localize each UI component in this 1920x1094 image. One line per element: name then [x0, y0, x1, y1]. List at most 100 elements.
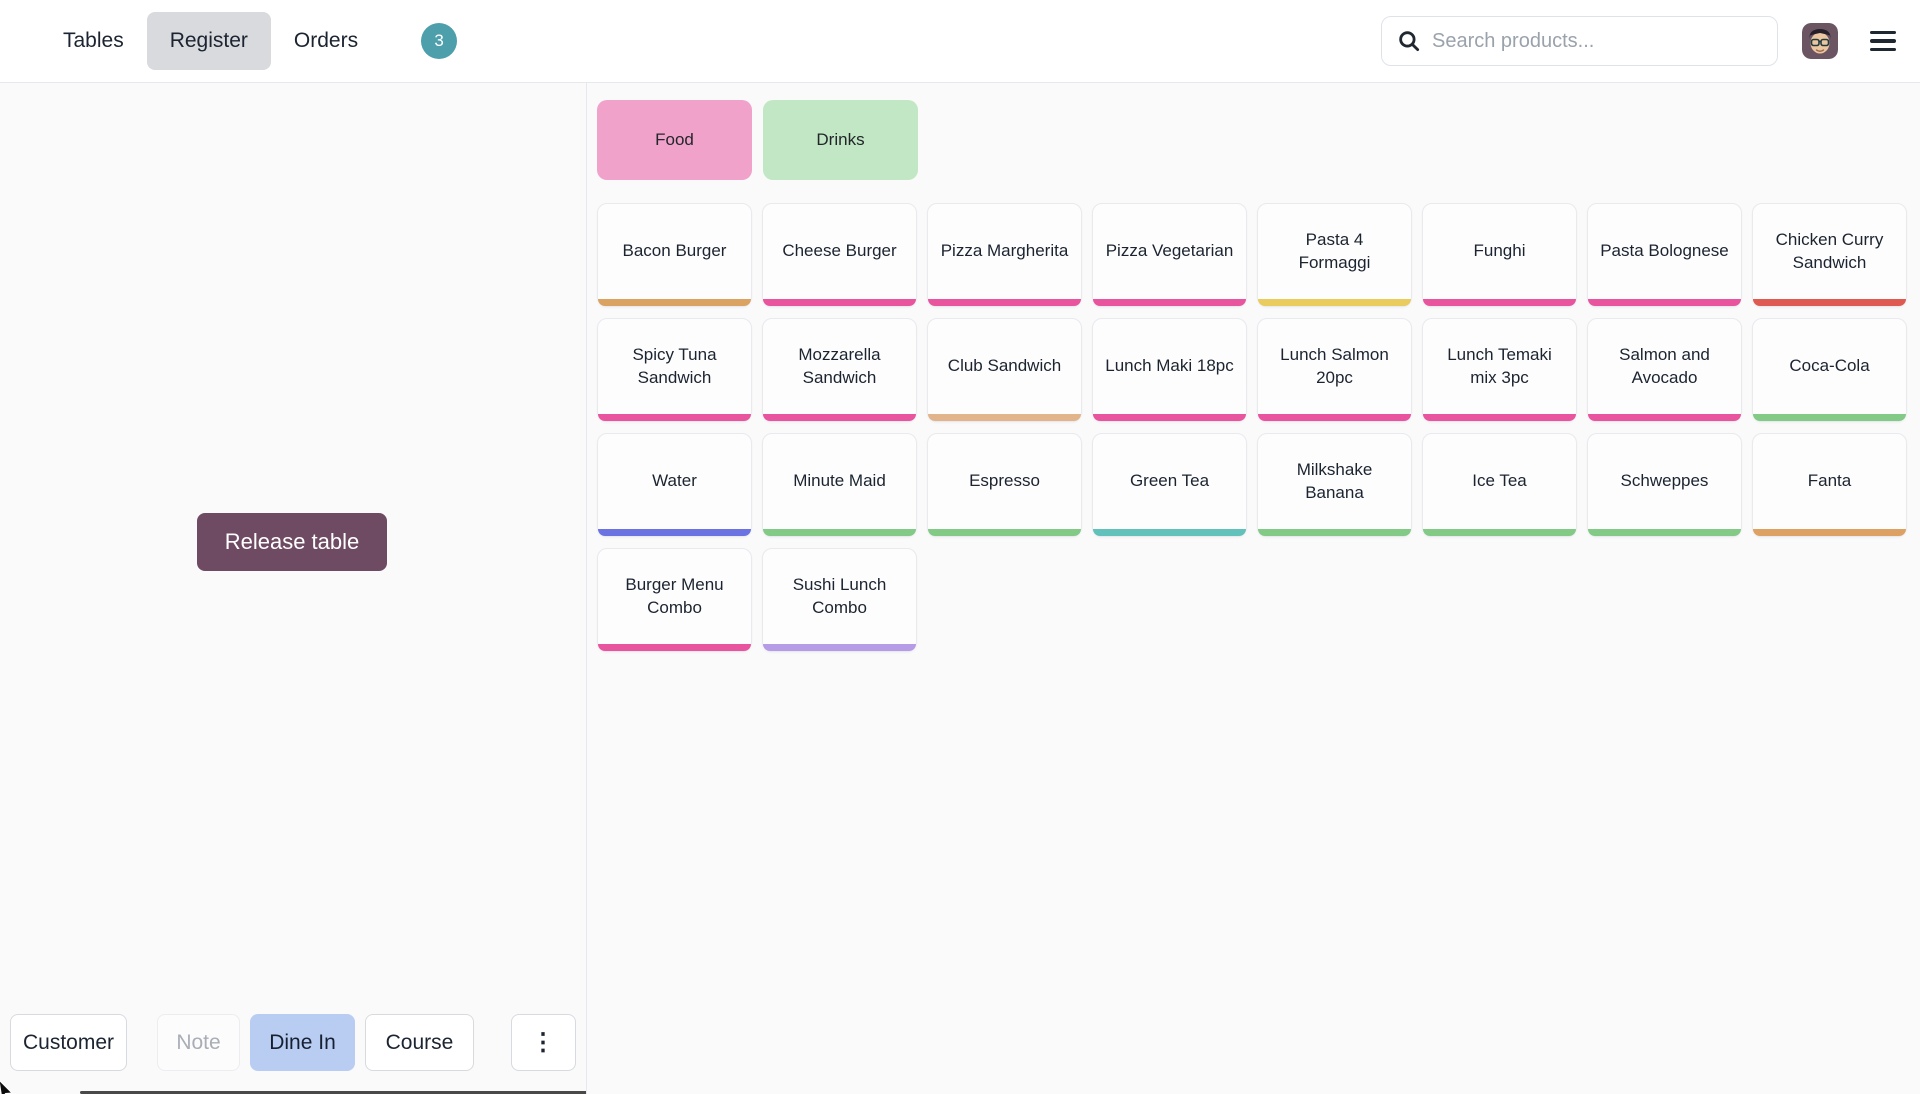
- more-options-button[interactable]: ⋮: [511, 1014, 576, 1071]
- product-color-strip: [598, 299, 751, 306]
- product-color-strip: [763, 299, 916, 306]
- category-drinks[interactable]: Drinks: [763, 100, 918, 180]
- course-button[interactable]: Course: [365, 1014, 474, 1071]
- tab-orders[interactable]: Orders: [293, 29, 359, 52]
- product-name: Pizza Margherita: [940, 241, 1069, 261]
- product-color-strip: [763, 414, 916, 421]
- product-name: Chicken Curry Sandwich: [1775, 230, 1884, 272]
- product-card[interactable]: Cheese Burger: [762, 203, 917, 307]
- product-card[interactable]: Funghi: [1422, 203, 1577, 307]
- product-card[interactable]: Pizza Margherita: [927, 203, 1082, 307]
- product-name: Pasta Bolognese: [1600, 241, 1729, 261]
- product-card[interactable]: Bacon Burger: [597, 203, 752, 307]
- product-name: Salmon and Avocado: [1619, 345, 1710, 387]
- product-card[interactable]: Espresso: [927, 433, 1082, 537]
- product-name: Cheese Burger: [782, 241, 897, 261]
- dine-in-button[interactable]: Dine In: [250, 1014, 355, 1071]
- category-list: Food Drinks: [597, 100, 1920, 180]
- product-color-strip: [1093, 529, 1246, 536]
- product-color-strip: [598, 529, 751, 536]
- product-name: Burger Menu Combo: [625, 575, 724, 617]
- product-color-strip: [1588, 414, 1741, 421]
- orders-count-badge[interactable]: 3: [421, 23, 458, 59]
- product-name: Lunch Temaki mix 3pc: [1447, 345, 1552, 387]
- product-name: Mozzarella Sandwich: [798, 345, 881, 387]
- product-grid: Bacon Burger Cheese Burger Pizza Margherit…: [597, 203, 1920, 652]
- product-name: Coca-Cola: [1789, 356, 1870, 376]
- product-color-strip: [1753, 299, 1906, 306]
- product-color-strip: [1258, 299, 1411, 306]
- product-card[interactable]: Club Sandwich: [927, 318, 1082, 422]
- products-pane: Food Drinks Bacon Burger Cheese Burger Pizz…: [587, 83, 1920, 1094]
- product-color-strip: [1588, 529, 1741, 536]
- release-table-button[interactable]: Release table: [197, 513, 387, 571]
- main-nav: Tables Register Orders 3: [40, 12, 458, 70]
- product-color-strip: [928, 299, 1081, 306]
- product-card[interactable]: Fanta: [1752, 433, 1907, 537]
- product-name: Green Tea: [1129, 471, 1210, 491]
- product-card[interactable]: Lunch Salmon 20pc: [1257, 318, 1412, 422]
- product-name: Lunch Salmon 20pc: [1280, 345, 1389, 387]
- product-color-strip: [598, 414, 751, 421]
- product-name: Funghi: [1473, 241, 1526, 261]
- category-label: Drinks: [816, 130, 865, 149]
- product-card[interactable]: Pizza Vegetarian: [1092, 203, 1247, 307]
- category-food[interactable]: Food: [597, 100, 752, 180]
- top-bar: Tables Register Orders 3: [0, 0, 1920, 83]
- search-box[interactable]: [1381, 16, 1778, 66]
- product-color-strip: [1753, 414, 1906, 421]
- product-card[interactable]: Spicy Tuna Sandwich: [597, 318, 752, 422]
- product-name: Minute Maid: [793, 471, 886, 491]
- product-card[interactable]: Lunch Maki 18pc: [1092, 318, 1247, 422]
- product-color-strip: [1423, 529, 1576, 536]
- category-label: Food: [655, 130, 694, 149]
- tab-register[interactable]: Register: [146, 12, 271, 70]
- product-name: Schweppes: [1620, 471, 1709, 491]
- horizontal-scrollbar[interactable]: [80, 1091, 586, 1094]
- product-color-strip: [1588, 299, 1741, 306]
- product-name: Fanta: [1807, 471, 1852, 491]
- product-name: Sushi Lunch Combo: [792, 575, 887, 617]
- product-card[interactable]: Minute Maid: [762, 433, 917, 537]
- customer-button[interactable]: Customer: [10, 1014, 127, 1071]
- product-name: Pasta 4 Formaggi: [1298, 230, 1371, 272]
- product-name: Lunch Maki 18pc: [1105, 356, 1234, 376]
- avatar-image: [1802, 23, 1838, 59]
- user-avatar[interactable]: [1802, 23, 1838, 59]
- product-card[interactable]: Ice Tea: [1422, 433, 1577, 537]
- product-card[interactable]: Pasta Bolognese: [1587, 203, 1742, 307]
- product-color-strip: [1753, 529, 1906, 536]
- product-card[interactable]: Green Tea: [1092, 433, 1247, 537]
- product-card[interactable]: Burger Menu Combo: [597, 548, 752, 652]
- product-color-strip: [1093, 414, 1246, 421]
- product-name: Club Sandwich: [947, 356, 1062, 376]
- product-color-strip: [763, 644, 916, 651]
- product-card[interactable]: Lunch Temaki mix 3pc: [1422, 318, 1577, 422]
- product-card[interactable]: Water: [597, 433, 752, 537]
- product-card[interactable]: Schweppes: [1587, 433, 1742, 537]
- product-name: Ice Tea: [1472, 471, 1527, 491]
- tab-tables[interactable]: Tables: [63, 29, 124, 52]
- product-card[interactable]: Sushi Lunch Combo: [762, 548, 917, 652]
- product-color-strip: [1423, 299, 1576, 306]
- product-card[interactable]: Salmon and Avocado: [1587, 318, 1742, 422]
- order-panel: Release table Customer Note Dine In Cour…: [0, 83, 587, 1094]
- product-card[interactable]: Pasta 4 Formaggi: [1257, 203, 1412, 307]
- product-name: Milkshake Banana: [1296, 460, 1373, 502]
- order-action-bar: Customer Note Dine In Course ⋮: [10, 1014, 576, 1071]
- product-card[interactable]: Mozzarella Sandwich: [762, 318, 917, 422]
- product-color-strip: [1258, 529, 1411, 536]
- product-card[interactable]: Milkshake Banana: [1257, 433, 1412, 537]
- product-color-strip: [763, 529, 916, 536]
- note-button[interactable]: Note: [157, 1014, 240, 1071]
- product-name: Pizza Vegetarian: [1105, 241, 1234, 261]
- search-input[interactable]: [1432, 29, 1763, 53]
- product-name: Bacon Burger: [622, 241, 727, 261]
- product-color-strip: [1423, 414, 1576, 421]
- product-color-strip: [928, 529, 1081, 536]
- product-card[interactable]: Coca-Cola: [1752, 318, 1907, 422]
- product-color-strip: [1258, 414, 1411, 421]
- hamburger-menu-icon[interactable]: [1870, 30, 1896, 52]
- product-card[interactable]: Chicken Curry Sandwich: [1752, 203, 1907, 307]
- main-content: Release table Customer Note Dine In Cour…: [0, 83, 1920, 1094]
